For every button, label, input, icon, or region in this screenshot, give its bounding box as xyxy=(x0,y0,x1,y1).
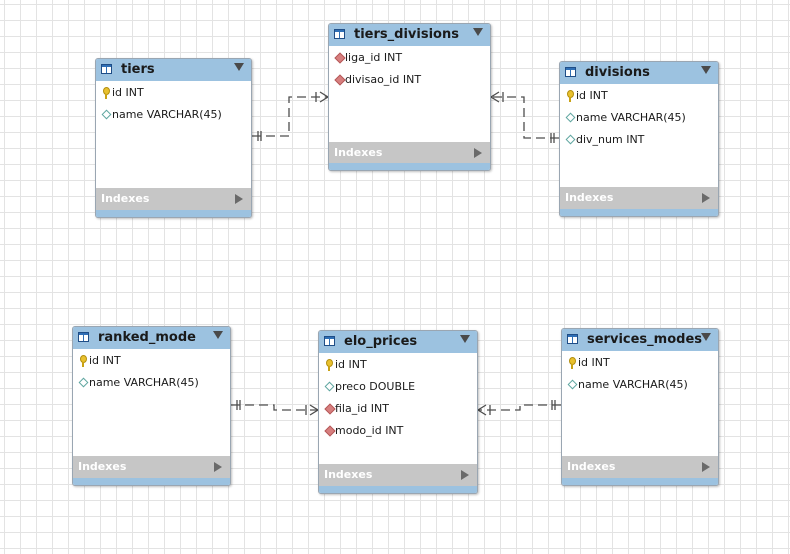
table-header[interactable]: elo_prices xyxy=(319,331,477,353)
expand-arrow-icon[interactable] xyxy=(702,462,710,472)
column-label: divisao_id INT xyxy=(345,73,422,86)
relationship-ranked-mode-to-elo-prices[interactable] xyxy=(231,400,320,416)
table-title: ranked_mode xyxy=(98,330,196,345)
relationship-services-modes-to-elo-prices[interactable] xyxy=(476,400,561,416)
column-icon xyxy=(324,379,334,395)
collapse-arrow-icon[interactable] xyxy=(234,63,244,71)
table-header[interactable]: divisions xyxy=(560,62,718,84)
table-header[interactable]: services_modes xyxy=(562,329,718,351)
expand-arrow-icon[interactable] xyxy=(214,462,222,472)
indexes-label: Indexes xyxy=(101,192,150,205)
column-icon xyxy=(565,132,575,148)
primary-key-icon xyxy=(101,85,111,101)
indexes-label: Indexes xyxy=(334,146,383,159)
table-footer xyxy=(560,209,718,216)
table-title: divisions xyxy=(585,65,650,80)
table-divisions[interactable]: divisions id INT name VARCHAR(45) div_num … xyxy=(559,61,719,217)
indexes-section[interactable]: Indexes xyxy=(96,188,251,210)
relationship-tiers-to-tiers-divisions[interactable] xyxy=(252,91,330,141)
indexes-section[interactable]: Indexes xyxy=(562,456,718,478)
table-tiers-divisions[interactable]: tiers_divisions liga_id INT divisao_id IN… xyxy=(328,23,491,171)
table-footer xyxy=(562,478,718,485)
indexes-section[interactable]: Indexes xyxy=(560,187,718,209)
column-label: id INT xyxy=(89,354,121,367)
column-label: id INT xyxy=(578,356,610,369)
column-label: id INT xyxy=(335,358,367,371)
column-label: id INT xyxy=(576,89,608,102)
column-label: div_num INT xyxy=(576,133,645,146)
indexes-label: Indexes xyxy=(567,460,616,473)
primary-key-icon xyxy=(567,355,577,371)
expand-arrow-icon[interactable] xyxy=(474,148,482,158)
column-icon xyxy=(101,107,111,123)
column-icon xyxy=(565,110,575,126)
table-title: tiers_divisions xyxy=(354,27,459,42)
collapse-arrow-icon[interactable] xyxy=(460,335,470,343)
table-icon xyxy=(565,67,576,77)
column-label: name VARCHAR(45) xyxy=(578,378,688,391)
table-title: tiers xyxy=(121,62,155,77)
collapse-arrow-icon[interactable] xyxy=(701,333,711,341)
expand-arrow-icon[interactable] xyxy=(461,470,469,480)
column-label: name VARCHAR(45) xyxy=(112,108,222,121)
column-icon xyxy=(567,377,577,393)
indexes-section[interactable]: Indexes xyxy=(73,456,230,478)
column-label: name VARCHAR(45) xyxy=(576,111,686,124)
table-footer xyxy=(96,210,251,217)
column-label: fila_id INT xyxy=(335,402,389,415)
column-icon xyxy=(78,375,88,391)
table-icon xyxy=(334,29,345,39)
foreign-key-icon xyxy=(324,401,334,417)
indexes-section[interactable]: Indexes xyxy=(319,464,477,486)
indexes-label: Indexes xyxy=(565,191,614,204)
table-header[interactable]: tiers_divisions xyxy=(329,24,490,46)
table-elo-prices[interactable]: elo_prices id INT preco DOUBLE fila_id INT… xyxy=(318,330,478,494)
table-title: services_modes xyxy=(587,332,702,347)
table-title: elo_prices xyxy=(344,334,418,349)
column-label: modo_id INT xyxy=(335,424,404,437)
expand-arrow-icon[interactable] xyxy=(235,194,243,204)
table-tiers[interactable]: tiers id INT name VARCHAR(45) Indexes xyxy=(95,58,252,218)
primary-key-icon xyxy=(565,88,575,104)
table-footer xyxy=(73,478,230,485)
table-icon xyxy=(78,332,89,342)
indexes-label: Indexes xyxy=(78,460,127,473)
column-label: preco DOUBLE xyxy=(335,380,416,393)
foreign-key-icon xyxy=(334,72,344,88)
table-icon xyxy=(324,336,335,346)
collapse-arrow-icon[interactable] xyxy=(213,331,223,339)
table-footer xyxy=(319,486,477,493)
table-ranked-mode[interactable]: ranked_mode id INT name VARCHAR(45) Index… xyxy=(72,326,231,486)
relationship-divisions-to-tiers-divisions[interactable] xyxy=(489,91,559,143)
column-label: id INT xyxy=(112,86,144,99)
collapse-arrow-icon[interactable] xyxy=(473,28,483,36)
table-header[interactable]: tiers xyxy=(96,59,251,81)
foreign-key-icon xyxy=(324,423,334,439)
indexes-label: Indexes xyxy=(324,468,373,481)
foreign-key-icon xyxy=(334,50,344,66)
table-icon xyxy=(101,64,112,74)
expand-arrow-icon[interactable] xyxy=(702,193,710,203)
table-icon xyxy=(567,334,578,344)
table-footer xyxy=(329,163,490,170)
collapse-arrow-icon[interactable] xyxy=(701,66,711,74)
column-label: name VARCHAR(45) xyxy=(89,376,199,389)
primary-key-icon xyxy=(78,353,88,369)
table-header[interactable]: ranked_mode xyxy=(73,327,230,349)
indexes-section[interactable]: Indexes xyxy=(329,142,490,164)
column-label: liga_id INT xyxy=(345,51,403,64)
table-services-modes[interactable]: services_modes id INT name VARCHAR(45) In… xyxy=(561,328,719,486)
primary-key-icon xyxy=(324,357,334,373)
